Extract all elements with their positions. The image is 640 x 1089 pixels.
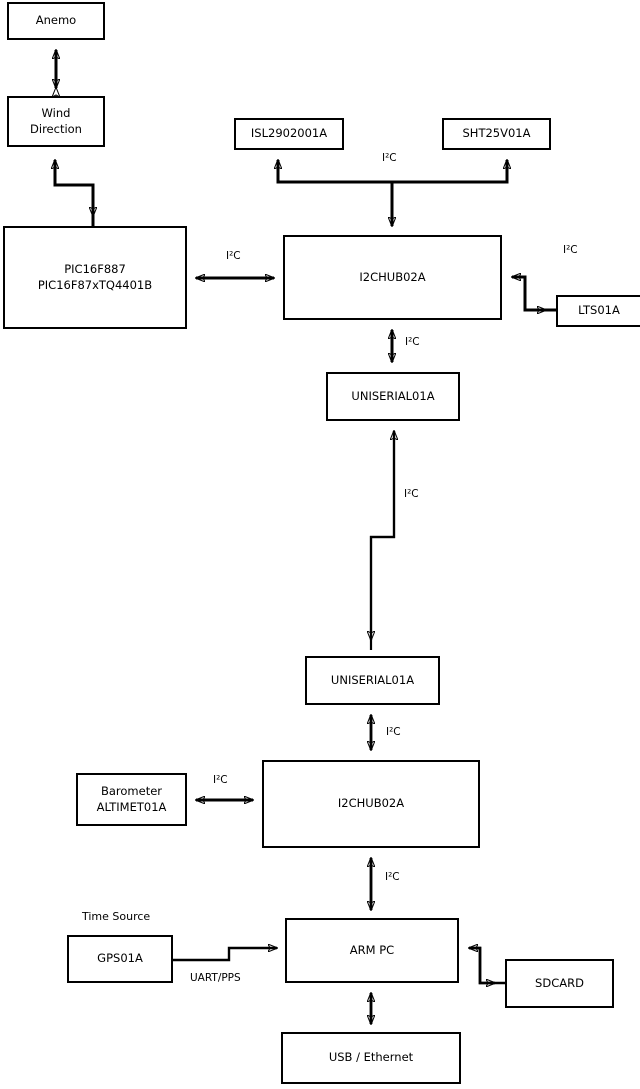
node-barometer-altimet01a[interactable]: Barometer ALTIMET01A [76,773,187,826]
edge-label-sensors-bus: I²C [382,152,397,164]
connector-gps-armpc [173,948,277,962]
edge-label-hub-to-lts: I²C [563,244,578,256]
node-lts01a[interactable]: LTS01A [556,295,640,327]
node-uniserial01a-top[interactable]: UNISERIAL01A [326,372,460,421]
label-time-source: Time Source [82,910,151,923]
node-i2chub02a-top[interactable]: I2CHUB02A [283,235,502,320]
node-pic-mcu[interactable]: PIC16F887 PIC16F87xTQ4401B [3,226,187,329]
connector-pic-wind [55,160,93,226]
connector-hub-sensors [278,160,507,226]
edge-label-hub-to-uniserial: I²C [405,336,420,348]
edge-label-pic-to-hub: I²C [226,250,241,262]
node-gps01a[interactable]: GPS01A [67,935,173,983]
edge-label-hub-to-armpc: I²C [385,871,400,883]
node-arm-pc[interactable]: ARM PC [285,918,459,983]
edge-label-uniserial-link: I²C [404,488,419,500]
node-usb-ethernet[interactable]: USB / Ethernet [281,1032,461,1084]
edge-label-gps-to-armpc: UART/PPS [190,972,241,984]
node-sht25v01a[interactable]: SHT25V01A [442,118,551,150]
node-isl2902001a[interactable]: ISL2902001A [234,118,344,150]
connector-hub-lts [512,277,556,310]
edge-label-barometer-to-hub: I²C [213,774,228,786]
edge-label-uniserial-to-hub-bottom: I²C [386,726,401,738]
node-i2chub02a-bottom[interactable]: I2CHUB02A [262,760,480,848]
node-uniserial01a-bottom[interactable]: UNISERIAL01A [305,656,440,705]
connector-armpc-sdcard [469,948,505,983]
node-anemo[interactable]: Anemo [7,2,105,40]
node-sdcard[interactable]: SDCARD [505,959,614,1008]
connector-uniserial-link [371,431,394,650]
node-wind-direction[interactable]: Wind Direction [7,96,105,147]
